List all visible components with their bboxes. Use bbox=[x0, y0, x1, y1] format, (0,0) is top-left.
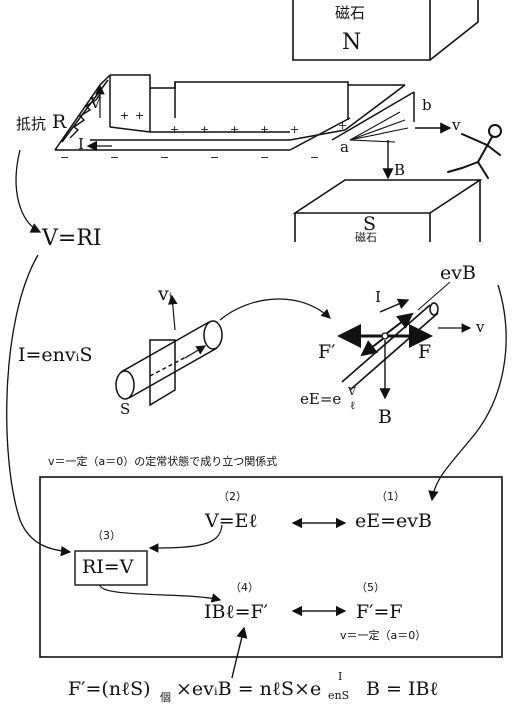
resistor-label: 抵抗 bbox=[16, 115, 47, 133]
curve-to-box3 bbox=[6, 254, 72, 557]
f-label: F bbox=[418, 341, 432, 363]
magnet-s bbox=[292, 179, 483, 242]
eq5-number: （5） bbox=[356, 581, 385, 594]
runner-figure bbox=[447, 124, 502, 179]
rod-velocity-label: v bbox=[476, 318, 485, 336]
plus-8: + bbox=[338, 119, 348, 132]
rail-circuit bbox=[54, 74, 415, 151]
plus-4: + bbox=[200, 123, 210, 136]
minus-6: − bbox=[310, 151, 320, 164]
drift-velocity-label: vᵢ bbox=[158, 283, 173, 305]
bottom-frac-num: I bbox=[338, 670, 343, 683]
minus-4: − bbox=[210, 151, 220, 164]
voltage-symbol: V bbox=[90, 94, 101, 112]
evb-arrow bbox=[385, 312, 414, 335]
minus-2: − bbox=[110, 151, 120, 164]
arrow-bottom-to-eq4 bbox=[231, 626, 248, 679]
rod-current-label: I bbox=[375, 288, 381, 306]
bottom-eq-sub: 個 bbox=[160, 691, 171, 704]
ee-arrow bbox=[360, 337, 385, 357]
electric-force-label: eE=e bbox=[300, 390, 342, 408]
minus-1: − bbox=[60, 151, 70, 164]
magnet-n bbox=[292, 0, 479, 61]
lorentz-force-label: evB bbox=[440, 262, 476, 284]
drift-arrow bbox=[167, 294, 178, 331]
eq2: V=Eℓ bbox=[205, 510, 258, 532]
magnet-s-pole: S bbox=[363, 213, 377, 235]
eq4-number: （4） bbox=[230, 581, 259, 594]
minus-5: − bbox=[260, 151, 270, 164]
magnet-n-label: 磁石 bbox=[335, 4, 366, 22]
plus-3: + bbox=[170, 123, 180, 136]
eq5-note: v＝一定（a＝0） bbox=[340, 629, 427, 642]
bottom-frac-den: enS bbox=[328, 689, 350, 702]
connector-eq2-eq3 bbox=[148, 524, 223, 553]
plus-5: + bbox=[230, 123, 240, 136]
eq3-box bbox=[74, 550, 148, 586]
efrac-num: V bbox=[348, 385, 356, 398]
plus-6: + bbox=[260, 123, 270, 136]
point-a: a bbox=[340, 138, 349, 156]
current-density-eq: I=envᵢS bbox=[18, 344, 93, 366]
rod-b-label: B bbox=[378, 406, 392, 428]
bottom-eq-part2: ×evᵢB = nℓS×e bbox=[176, 678, 322, 700]
plus-1: + bbox=[120, 109, 130, 122]
bottom-eq-part3: B = IBℓ bbox=[366, 678, 439, 700]
f-prime-label: F′ bbox=[318, 341, 336, 363]
conductor-cylinder bbox=[115, 320, 223, 407]
connector-eq3-eq4 bbox=[99, 584, 222, 603]
point-b: b bbox=[422, 96, 432, 114]
resistor-zigzag bbox=[69, 93, 101, 139]
eq1-number: （1） bbox=[376, 490, 405, 503]
eq3: RI=V bbox=[82, 556, 134, 578]
curve-cyl-to-rod bbox=[219, 298, 331, 321]
rod-current-arrow bbox=[379, 298, 410, 313]
eq1: eE=evB bbox=[355, 510, 432, 532]
circuit-b-field: B bbox=[394, 161, 406, 179]
magnet-n-pole: N bbox=[342, 30, 362, 55]
resistor-symbol: R bbox=[52, 111, 67, 133]
magnet-s-label: 磁石 bbox=[355, 231, 377, 244]
minus-3: − bbox=[160, 151, 170, 164]
eq3-number: （3） bbox=[92, 529, 121, 542]
curve-evb-to-eq1 bbox=[428, 284, 507, 502]
current-symbol: I bbox=[78, 135, 84, 153]
condition-caption: v＝一定（a＝0）の定常状態で成り立つ関係式 bbox=[48, 455, 278, 468]
plus-2: + bbox=[135, 109, 145, 122]
cross-section-label: S bbox=[120, 400, 131, 418]
plus-7: + bbox=[290, 123, 300, 136]
force-lines bbox=[349, 111, 409, 143]
circuit-velocity: v bbox=[452, 116, 461, 134]
eq2-number: （2） bbox=[218, 490, 247, 503]
ohm-equation: V=RI bbox=[42, 226, 102, 251]
bottom-eq-part1: F′=(nℓS) bbox=[68, 678, 151, 700]
eq5: F′=F bbox=[356, 601, 403, 623]
cylinder-current-arrow bbox=[184, 345, 207, 359]
eq4: IBℓ=F′ bbox=[204, 601, 268, 623]
curve-to-ohm bbox=[15, 149, 42, 233]
relations-box bbox=[39, 476, 503, 658]
efrac-den: ℓ bbox=[350, 399, 356, 412]
